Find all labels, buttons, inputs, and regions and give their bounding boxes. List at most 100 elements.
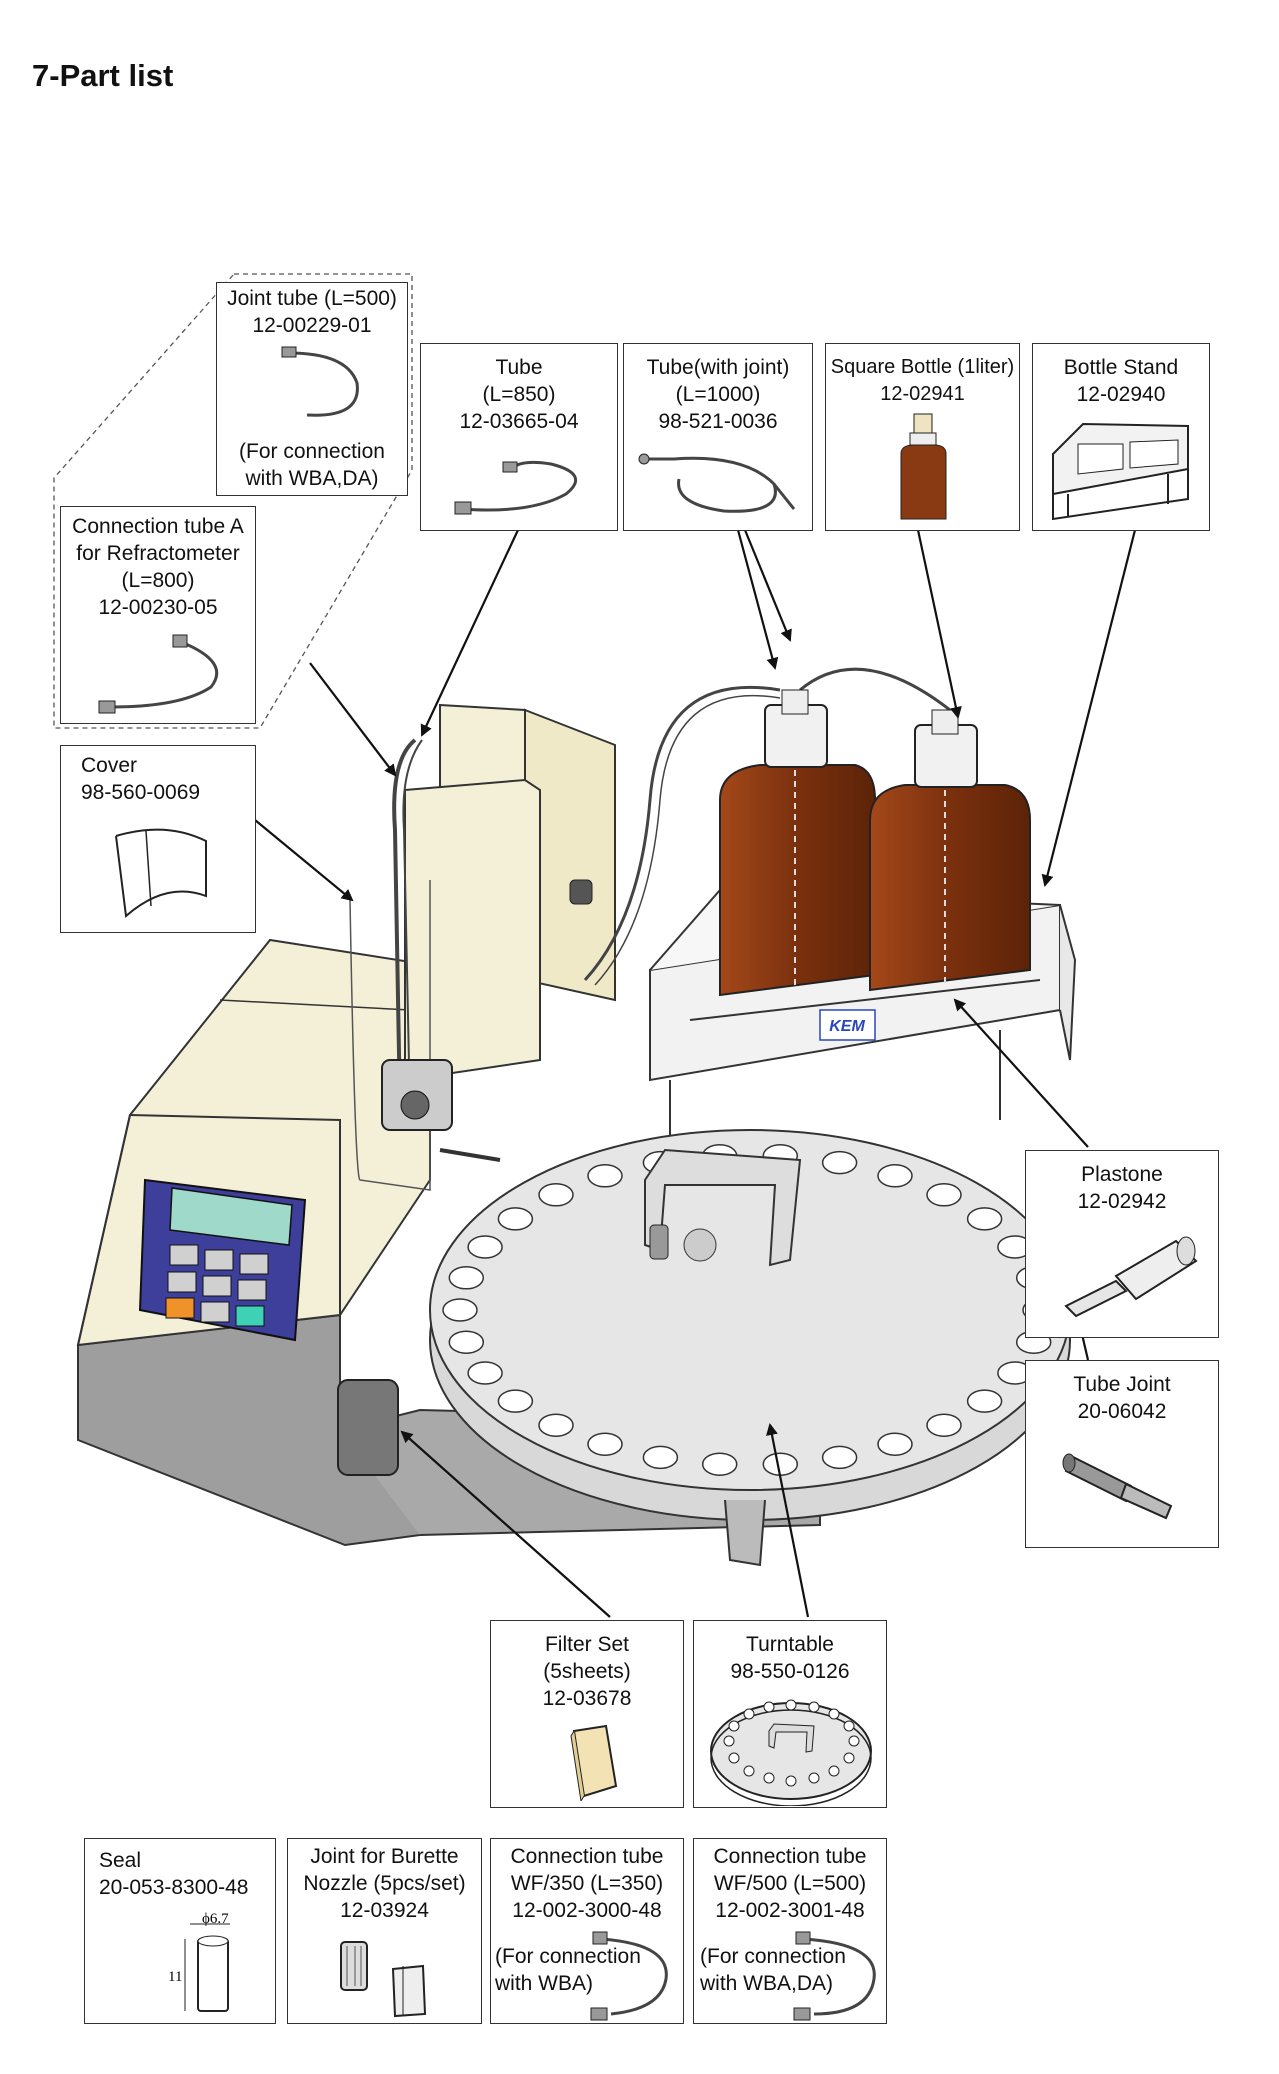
part-connection-tube-wf350: Connection tube WF/350 (L=350) 12-002-30… [490, 1838, 684, 2024]
part-name: Connection tube [713, 1845, 867, 1868]
burette-joint-icon [340, 1941, 427, 2018]
page-title: 7-Part list [32, 58, 174, 93]
part-tube: Tube (L=850) 12-03665-04 [420, 343, 618, 531]
part-square-bottle: Square Bottle (1liter) 12-02941 [825, 343, 1020, 531]
part-tube-with-joint: Tube(with joint) (L=1000) 98-521-0036 [623, 343, 813, 531]
part-name: Joint for Burette [310, 1845, 459, 1868]
joint-icon [1062, 1453, 1173, 1520]
tube-icon [281, 346, 359, 417]
turntable-hole [701, 1452, 738, 1476]
turntable-hole [538, 1183, 574, 1207]
part-bottle-stand: Bottle Stand 12-02940 [1032, 343, 1210, 531]
cover-icon [115, 828, 207, 918]
turntable-hole [821, 1150, 858, 1175]
part-name: Joint tube (L=500) [227, 287, 397, 310]
part-number: 12-002-3001-48 [715, 1899, 865, 1922]
part-spec: WF/350 (L=350) [510, 1872, 664, 1895]
brand-mark: KEM [829, 1018, 865, 1035]
part-note: (For connection [700, 1945, 846, 1968]
turntable-hole [642, 1445, 679, 1470]
part-note: with WBA,DA) [245, 467, 379, 490]
part-number: 20-06042 [1077, 1400, 1167, 1423]
part-spec: WF/500 (L=500) [713, 1872, 867, 1895]
bottle-icon [900, 413, 947, 520]
turntable-hole [448, 1266, 485, 1290]
square-bottle-left [719, 689, 876, 997]
keypad-panel [138, 1178, 307, 1342]
stand-icon [1052, 422, 1189, 521]
part-spec: Nozzle (5pcs/set) [303, 1872, 466, 1895]
part-note: with WBA) [495, 1972, 594, 1995]
seal-dim-height: 11 [168, 1969, 182, 1985]
part-name: Cover [81, 754, 138, 777]
part-spec: (5sheets) [543, 1660, 631, 1683]
part-number: 12-03924 [340, 1899, 429, 1922]
part-name: Seal [99, 1849, 142, 1872]
part-number: 12-03678 [542, 1687, 632, 1710]
turntable-hole [926, 1183, 962, 1207]
part-note: with WBA,DA) [700, 1972, 834, 1995]
part-name: Filter Set [544, 1633, 630, 1656]
part-name: Connection tube A [72, 515, 244, 538]
turntable-hole [497, 1207, 534, 1231]
part-name: Tube(with joint) [646, 356, 790, 379]
part-name: Tube Joint [1073, 1373, 1171, 1396]
part-number: 98-560-0069 [81, 781, 201, 804]
part-number: 98-521-0036 [658, 410, 778, 433]
part-name: Bottle Stand [1063, 356, 1179, 379]
plastone-icon [1064, 1236, 1198, 1318]
part-turntable: Turntable 98-550-0126 [693, 1620, 887, 1808]
part-joint-tube: Joint tube (L=500) 12-00229-01 (For conn… [216, 282, 408, 496]
turntable-hole [587, 1164, 623, 1188]
part-number: 98-550-0126 [730, 1660, 850, 1683]
turntable-disk [429, 1129, 1071, 1567]
turntable-hole [538, 1413, 574, 1437]
part-name: Plastone [1081, 1163, 1163, 1186]
turntable-hole [821, 1445, 858, 1470]
part-number: 12-02942 [1077, 1190, 1167, 1213]
filter-slot [337, 1379, 399, 1476]
part-spec: (L=850) [482, 383, 556, 406]
turntable-hole [448, 1330, 485, 1354]
turntable-hole [467, 1361, 503, 1385]
part-filter-set: Filter Set (5sheets) 12-03678 [490, 1620, 684, 1808]
square-bottle-right [869, 709, 1031, 992]
part-name: Square Bottle (1liter) [830, 356, 1015, 378]
turntable-icon [710, 1699, 872, 1806]
tube-icon [638, 453, 796, 513]
tube-icon [454, 460, 578, 515]
part-note: (For connection [495, 1945, 641, 1968]
part-name: Connection tube [510, 1845, 664, 1868]
dashed-callout [53, 273, 413, 729]
tube-icon [590, 1931, 668, 2021]
part-number: 12-00229-01 [252, 314, 372, 337]
part-spec: (L=1000) [675, 383, 761, 406]
tube-icon [793, 1931, 876, 2021]
seal-icon: ϕ6.7 11 [168, 1911, 230, 2012]
part-note: (For connection [239, 440, 385, 463]
turntable-hole [877, 1432, 913, 1456]
turntable-hole [587, 1432, 623, 1456]
part-number: 12-02940 [1076, 383, 1166, 406]
part-spec: for Refractometer [76, 542, 240, 565]
turntable-hole [926, 1413, 962, 1437]
part-number: 20-053-8300-48 [99, 1876, 249, 1899]
part-tube-joint: Tube Joint 20-06042 [1025, 1360, 1219, 1548]
part-number: 12-00230-05 [98, 596, 218, 619]
part-number: 12-03665-04 [459, 410, 579, 433]
part-plastone: Plastone 12-02942 [1025, 1150, 1219, 1338]
turntable-hole [966, 1389, 1003, 1413]
turntable-hole [497, 1389, 534, 1413]
turntable-hole [877, 1164, 913, 1188]
seal-dim-diameter: ϕ6.7 [202, 1911, 229, 1927]
part-cover: Cover 98-560-0069 [60, 745, 256, 933]
part-connection-tube-wf500: Connection tube WF/500 (L=500) 12-002-30… [693, 1838, 887, 2024]
part-number: 12-002-3000-48 [512, 1899, 662, 1922]
part-name: Tube [495, 356, 543, 379]
part-spec: (L=800) [121, 569, 195, 592]
part-name: Turntable [746, 1633, 834, 1656]
part-connection-tube-a: Connection tube A for Refractometer (L=8… [60, 506, 256, 724]
filter-icon [570, 1724, 618, 1801]
part-number: 12-02941 [880, 383, 965, 405]
